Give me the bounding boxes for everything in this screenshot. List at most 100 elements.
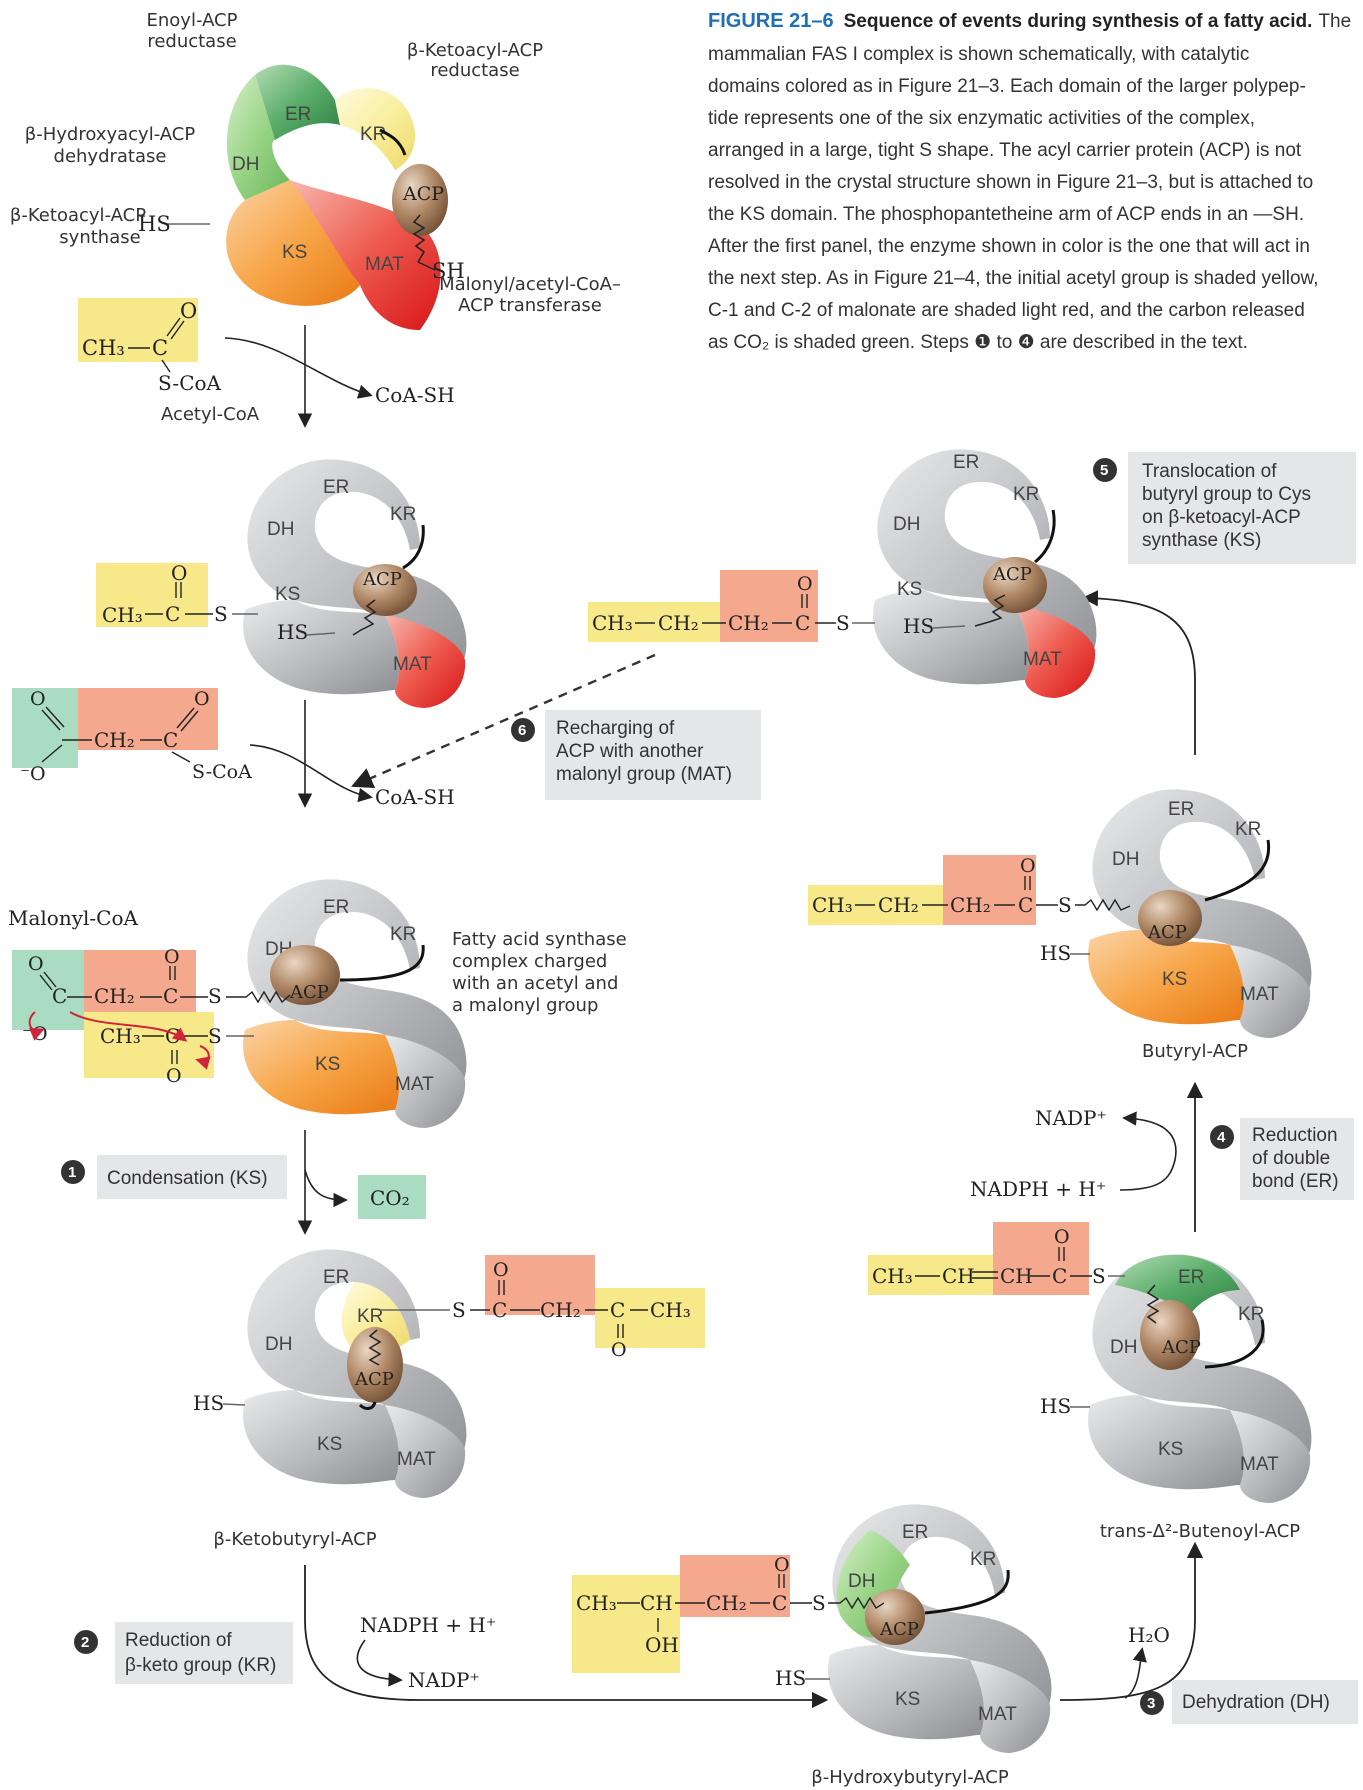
svg-text:CH: CH [1000,1264,1033,1288]
svg-text:S: S [812,1591,826,1615]
svg-text:MAT: MAT [1240,1454,1279,1475]
svg-text:CH₃: CH₃ [812,893,853,917]
svg-text:on β-ketoacyl-ACP: on β-ketoacyl-ACP [1142,507,1301,528]
svg-text:MAT: MAT [1240,984,1279,1005]
figure-label: FIGURE 21–6 [708,10,834,32]
svg-text:H₂O: H₂O [1128,1623,1170,1647]
svg-text:MAT: MAT [978,1704,1017,1725]
svg-text:ER: ER [953,452,979,473]
svg-text:ACP: ACP [1161,1337,1201,1358]
svg-text:Translocation of: Translocation of [1142,461,1277,482]
svg-text:CH₂: CH₂ [94,728,135,752]
svg-text:O: O [28,953,44,975]
enzyme-charged: ER KR DH KS MAT ACP [243,879,467,1128]
acetyl-coa: CH₃ C O S-CoA Acetyl-CoA CoA-SH [78,298,455,428]
sh-label: SH [432,259,465,283]
svg-text:ACP: ACP [879,1619,919,1640]
svg-text:4: 4 [1217,1129,1226,1146]
enzyme-butyryl-on-ks: ER KR DH KS MAT ACP HS [873,449,1097,698]
svg-text:C: C [163,984,178,1008]
kr-label: KR [360,124,386,145]
svg-text:ER: ER [323,897,349,918]
svg-text:C: C [52,984,67,1008]
svg-text:O: O [30,688,46,710]
svg-text:O: O [797,573,813,595]
svg-text:CH: CH [640,1591,673,1615]
svg-text:DH: DH [893,514,920,535]
svg-text:CH₃: CH₃ [650,1298,691,1322]
step-2-reduction: NADPH + H⁺ NADP⁺ 2 Reduction of β-keto g… [74,1565,829,1709]
svg-text:HS: HS [1040,1394,1071,1418]
charged-substrates: Malonyl-CoA O C ⁻O CH₂ C O S CH₃ C O S [8,906,291,1087]
svg-text:a malonyl group: a malonyl group [452,995,598,1016]
dh-label: DH [232,154,259,175]
svg-text:HS: HS [1040,941,1071,965]
enzyme-hydroxybutyryl: ER KR DH KS MAT ACP HS [775,1504,1052,1753]
svg-text:1: 1 [68,1164,76,1181]
svg-text:ACP: ACP [362,569,402,590]
svg-text:S: S [214,602,228,626]
svg-text:CH₂: CH₂ [728,611,769,635]
svg-text:DH: DH [267,519,294,540]
svg-text:S: S [836,611,850,635]
svg-text:CH₂: CH₂ [658,611,699,635]
svg-text:6: 6 [518,722,526,739]
caption-line: resolved in the crystal structure shown … [708,172,1313,193]
hydroxybutyryl-name: β-Hydroxybutyryl-ACP [811,1767,1009,1788]
svg-text:O: O [194,688,210,710]
svg-text:CoA-SH: CoA-SH [375,383,455,407]
enzyme-ketobutyryl: ER KR DH KS MAT ACP HS [193,1249,467,1498]
caption-line: the next step. As in Figure 21–4, the in… [708,268,1318,289]
svg-text:ER: ER [902,1522,928,1543]
er-domain [255,64,340,140]
svg-text:KR: KR [970,1549,996,1570]
svg-text:Recharging of: Recharging of [556,718,675,739]
svg-text:S: S [1058,893,1072,917]
svg-text:O: O [171,561,187,585]
svg-text:KS: KS [1162,969,1187,990]
svg-text:KS: KS [275,584,300,605]
svg-text:Condensation (KS): Condensation (KS) [107,1168,268,1189]
svg-text:C: C [795,611,810,635]
svg-text:Reduction: Reduction [1252,1125,1338,1146]
svg-text:KS: KS [1158,1439,1183,1460]
svg-text:CH₂: CH₂ [94,984,135,1008]
svg-text:C: C [163,728,178,752]
svg-text:DH: DH [265,1334,292,1355]
caption-line: domains colored as in Figure 21–3. Each … [708,76,1306,97]
svg-text:DH: DH [848,1571,875,1592]
svg-text:CH₂: CH₂ [878,893,919,917]
caption-line: tide represents one of the six enzymatic… [708,108,1255,129]
charged-note: Fatty acid synthase complex charged with… [452,929,627,1016]
step-6-recharging: 6 Recharging of ACP with another malonyl… [351,653,761,800]
dh-domain [226,75,290,200]
svg-text:MAT: MAT [395,1074,434,1095]
svg-text:KR: KR [1238,1304,1264,1325]
svg-text:CoA-SH: CoA-SH [375,785,455,809]
svg-text:S: S [208,984,222,1008]
svg-text:KS: KS [317,1434,342,1455]
svg-text:bond (ER): bond (ER) [1252,1171,1339,1192]
er-label: ER [285,104,311,125]
malonyl-coa-name: Malonyl-CoA [8,906,139,930]
step-4-reduction: NADPH + H⁺ NADP⁺ 4 Reduction of double b… [970,1081,1354,1232]
svg-text:ER: ER [1168,799,1194,820]
svg-text:C: C [152,336,168,360]
svg-text:CH₃: CH₃ [100,1024,141,1048]
svg-text:C: C [165,602,180,626]
svg-text:ACP: ACP [1147,922,1187,943]
svg-text:synthase (KS): synthase (KS) [1142,530,1261,551]
svg-text:ACP: ACP [354,1369,394,1390]
svg-text:NADPH + H⁺: NADPH + H⁺ [360,1613,496,1637]
enzyme-acetyl-loaded: ER KR DH KS MAT ACP HS [243,459,467,708]
svg-text:MAT: MAT [1023,649,1062,670]
svg-text:S-CoA: S-CoA [158,371,222,395]
svg-text:with an acetyl and: with an acetyl and [452,973,618,994]
svg-text:ER: ER [1178,1267,1204,1288]
svg-text:KR: KR [1013,484,1039,505]
dh-name: β-Hydroxyacyl-ACP [25,124,196,145]
svg-text:⁻O: ⁻O [20,763,46,785]
svg-text:C: C [610,1298,625,1322]
svg-text:complex charged: complex charged [452,951,607,972]
